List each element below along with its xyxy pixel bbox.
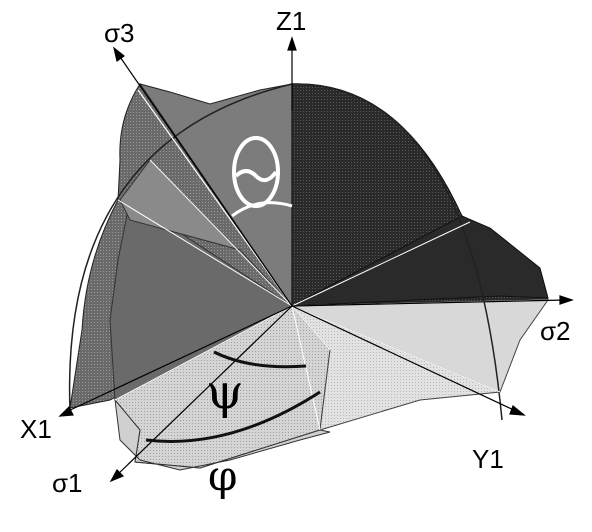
psi-angle-arc	[213, 350, 307, 369]
x1-label: X1	[20, 414, 52, 444]
diagonal-plane-line-a	[291, 221, 471, 307]
lower-plane-line-a	[291, 305, 501, 393]
phi-angle-arc	[145, 390, 321, 443]
phi-label: φ	[208, 451, 237, 500]
axis-arrows	[58, 36, 574, 483]
sigma2-fracture-face	[291, 215, 549, 307]
y1-label: Y1	[472, 444, 504, 474]
theta-symbol	[232, 136, 280, 208]
diagonal-plane-line-c	[149, 159, 293, 307]
z1-label: Z1	[276, 6, 306, 36]
sigma2-label: σ2	[540, 316, 571, 346]
psi-label: ψ	[206, 364, 244, 420]
sigma3-plane-line	[137, 89, 293, 307]
lower-plane-line-b	[291, 305, 331, 351]
sigma1-label: σ1	[52, 468, 83, 498]
sigma3-label: σ3	[104, 18, 135, 48]
lower-plane-line-c	[114, 305, 293, 401]
y1-plane-line	[291, 305, 321, 431]
diagonal-plane-line-b	[117, 199, 293, 307]
